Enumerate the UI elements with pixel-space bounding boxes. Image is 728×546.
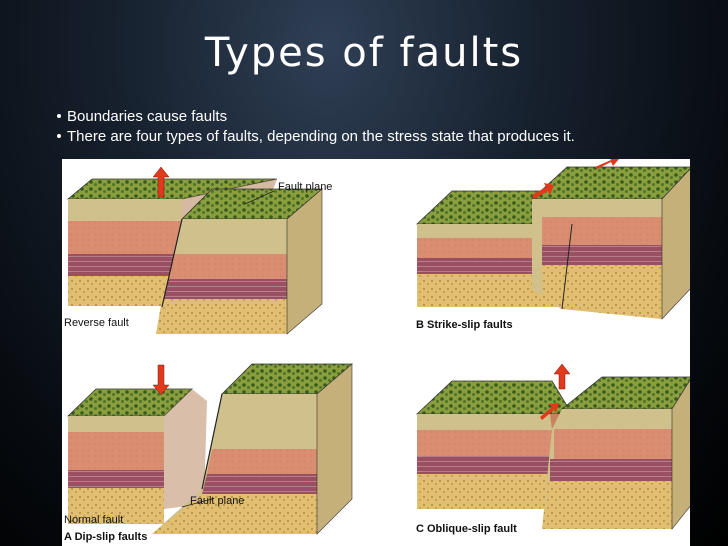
bullet-text: Boundaries cause faults — [67, 107, 228, 125]
strike-slip-caption: B Strike-slip faults — [416, 319, 513, 331]
fault-types-figure: Fault plane Reverse fault B Strike-slip … — [62, 159, 690, 546]
normal-fault-caption: Normal fault — [64, 514, 124, 526]
bullet-item: There are four types of faults, dependin… — [56, 126, 575, 146]
fault-plane-label-bottom: Fault plane — [190, 495, 245, 507]
oblique-slip-fault-diagram — [415, 363, 690, 530]
reverse-fault-caption: Reverse fault — [64, 317, 129, 329]
fault-plane-label-top: Fault plane — [278, 181, 333, 193]
fault-diagrams — [66, 159, 690, 535]
bullet-text: There are four types of faults, dependin… — [67, 127, 575, 145]
bullet-item: Boundaries cause faults — [56, 106, 575, 126]
dip-slip-caption: A Dip-slip faults — [64, 531, 148, 543]
bullet-list: Boundaries cause faults There are four t… — [56, 106, 575, 146]
oblique-slip-caption: C Oblique-slip fault — [416, 523, 517, 535]
bullet-dot-icon — [57, 134, 61, 138]
normal-fault-diagram — [67, 363, 354, 535]
strike-slip-fault-diagram — [415, 159, 690, 320]
reverse-fault-diagram — [66, 166, 324, 335]
slide-title: Types of faults — [204, 30, 524, 76]
bullet-dot-icon — [57, 114, 61, 118]
